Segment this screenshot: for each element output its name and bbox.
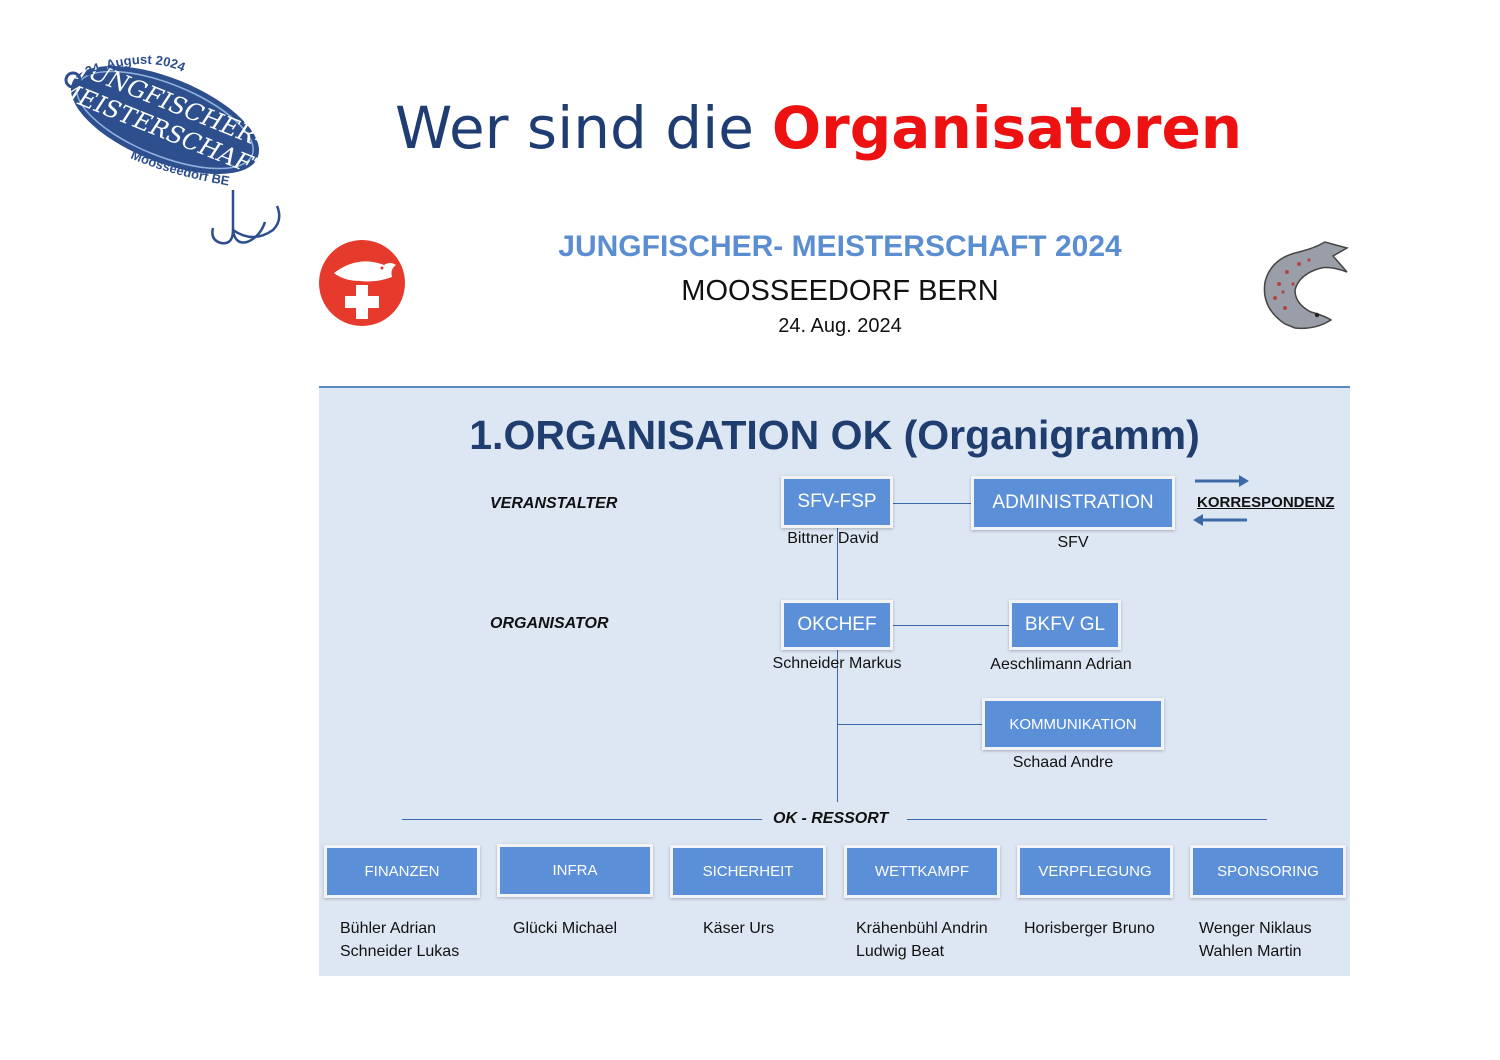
headline-part1: Wer sind die — [395, 94, 754, 162]
box-wettkampf: WETTKAMPF — [844, 845, 1000, 898]
person-name: Horisberger Bruno — [1024, 920, 1155, 937]
person-name: Krähenbühl Andrin — [856, 920, 988, 937]
box-sponsoring: SPONSORING — [1190, 845, 1346, 898]
box-administration: ADMINISTRATION — [971, 476, 1175, 530]
box-finanzen: FINANZEN — [324, 845, 480, 898]
person-name: Schneider Lukas — [340, 943, 460, 960]
swiss-fishing-emblem-icon — [319, 240, 405, 326]
level-organisator: ORGANISATOR — [490, 615, 609, 632]
box-verpflegung: VERPFLEGUNG — [1017, 845, 1173, 898]
arrow-right-icon — [1195, 475, 1249, 487]
person-name: Wenger Niklaus — [1199, 920, 1312, 937]
person-name: Bühler Adrian — [340, 920, 437, 937]
organigram-panel: 1.ORGANISATION OK (Organigramm) VERANSTA… — [319, 386, 1350, 976]
person-bkfv-gl: Aeschlimann Adrian — [990, 656, 1132, 673]
trout-icon — [1263, 241, 1349, 330]
people-sponsoring: Wenger Niklaus Wahlen Martin — [1199, 917, 1312, 963]
box-kommunikation: KOMMUNIKATION — [982, 698, 1164, 750]
arrow-left-icon — [1193, 514, 1247, 526]
person-name: Glücki Michael — [513, 920, 618, 937]
box-okchef: OKCHEF — [781, 600, 893, 650]
people-sicherheit: Käser Urs — [703, 917, 774, 940]
box-sicherheit: SICHERHEIT — [670, 845, 826, 898]
event-place: MOOSSEEDORF BERN — [681, 275, 999, 307]
headline-part2: Organisatoren — [771, 94, 1243, 162]
person-kommunikation: Schaad Andre — [1012, 754, 1114, 771]
person-name: Wahlen Martin — [1199, 943, 1302, 960]
people-finanzen: Bühler Adrian Schneider Lukas — [340, 917, 459, 963]
person-name: Käser Urs — [703, 920, 775, 937]
korrespondenz-label: KORRESPONDENZ — [1197, 494, 1335, 511]
person-administration: SFV — [1057, 534, 1089, 551]
event-date: 24. Aug. 2024 — [778, 315, 902, 337]
people-wettkampf: Krähenbühl Andrin Ludwig Beat — [856, 917, 988, 963]
box-infra: INFRA — [497, 844, 653, 897]
fishing-lure-logo: JUNGFISCHER- MEISTERSCHAFT 24. August 20… — [55, 52, 281, 245]
person-name: Ludwig Beat — [856, 943, 945, 960]
box-bkfv-gl: BKFV GL — [1009, 600, 1121, 650]
person-sfv-fsp: Bittner David — [787, 530, 879, 547]
level-veranstalter: VERANSTALTER — [490, 495, 618, 512]
people-verpflegung: Horisberger Bruno — [1024, 917, 1155, 940]
box-sfv-fsp: SFV-FSP — [781, 476, 893, 528]
person-okchef: Schneider Markus — [772, 655, 902, 672]
level-ressort: OK - RESSORT — [773, 810, 889, 827]
organigram-title: 1.ORGANISATION OK (Organigramm) — [469, 412, 1200, 458]
event-title: JUNGFISCHER- MEISTERSCHAFT 2024 — [558, 230, 1122, 263]
people-infra: Glücki Michael — [513, 917, 617, 940]
